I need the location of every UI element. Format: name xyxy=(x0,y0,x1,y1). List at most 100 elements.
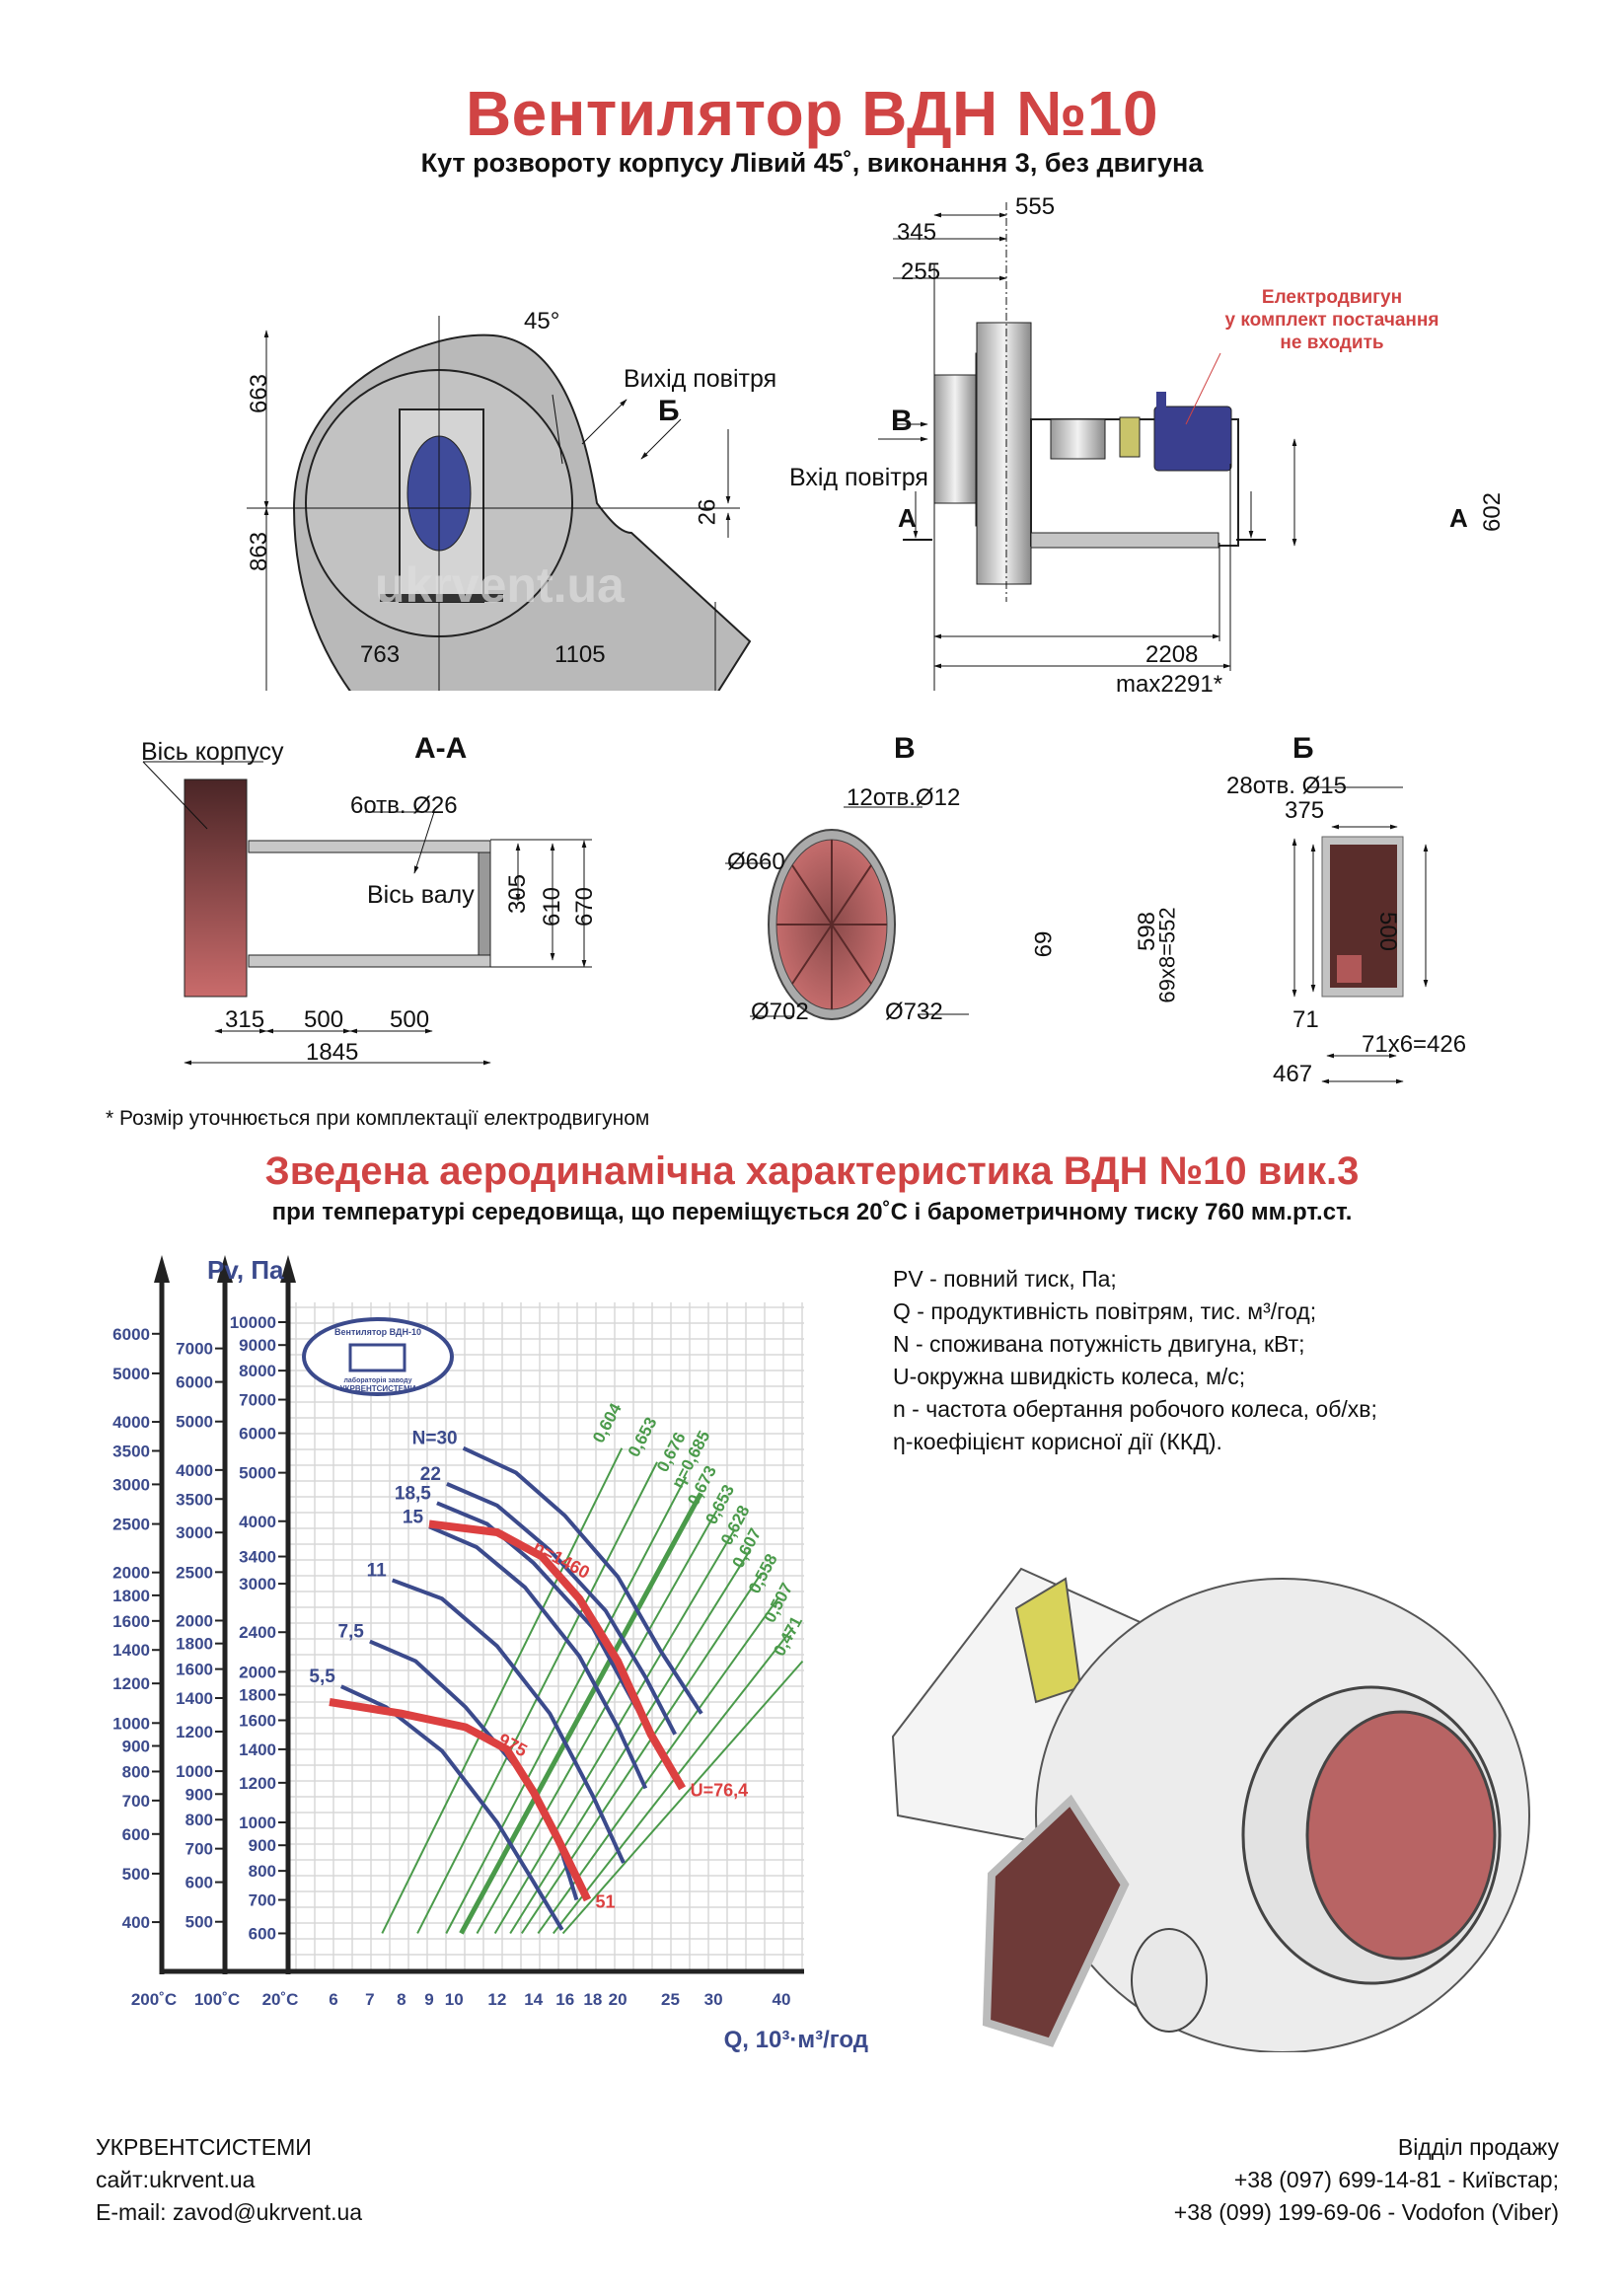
y-tick-label: 4000 xyxy=(112,1413,150,1432)
legend-item: PV - повний тиск, Па; xyxy=(893,1266,1117,1292)
y-tick-label: 800 xyxy=(185,1811,213,1829)
x-tick-label: 7 xyxy=(365,1990,374,2009)
logo-top-text: Вентилятор ВДН-10 xyxy=(334,1327,421,1337)
power-curve-label: 7,5 xyxy=(337,1622,364,1643)
phone-2[interactable]: +38 (099) 199-69-06 - Vodofon (Viber) xyxy=(1173,2199,1559,2225)
y-tick-label: 700 xyxy=(185,1840,213,1859)
company-email[interactable]: E-mail: zavod@ukrvent.ua xyxy=(96,2199,363,2225)
power-curve xyxy=(339,1684,564,1931)
x-tick-label: 12 xyxy=(487,1990,506,2009)
y-tick-label: 5000 xyxy=(176,1413,213,1432)
coupling xyxy=(1119,416,1141,458)
y-tick-label: 6000 xyxy=(239,1424,276,1443)
view-mark-v: В xyxy=(891,405,913,437)
y-tick-label: 3500 xyxy=(112,1442,150,1460)
y-axis-arrow xyxy=(280,1255,296,1283)
dim-426: 71х6=426 xyxy=(1362,1031,1467,1058)
outlet-flange-3d xyxy=(982,1794,1130,2047)
x-tick-label: 30 xyxy=(704,1990,723,2009)
logo-company-text: УКРВЕНТСИСТЕМИ xyxy=(340,1384,416,1393)
page-title: Вентилятор ВДН №10 xyxy=(465,78,1159,149)
y-tick-label: 2400 xyxy=(239,1623,276,1642)
y-tick-label: 2000 xyxy=(176,1611,213,1630)
y-axis-arrow xyxy=(154,1255,170,1283)
dim-763: 763 xyxy=(360,641,401,668)
y-tick-label: 2000 xyxy=(239,1663,276,1681)
dim-467: 467 xyxy=(1273,1061,1313,1087)
dim-345: 345 xyxy=(897,219,937,246)
y-tick-label: 500 xyxy=(122,1865,150,1884)
y-tick-label: 1400 xyxy=(176,1689,213,1708)
y-tick-label: 1000 xyxy=(176,1762,213,1781)
x-tick-label: 10 xyxy=(445,1990,464,2009)
section-mark-a-left: А xyxy=(898,503,917,533)
company-site[interactable]: сайт:ukrvent.ua xyxy=(96,2167,256,2192)
view-v-title: В xyxy=(894,732,916,765)
y-tick-label: 1600 xyxy=(112,1612,150,1631)
motor-note-line: у комплект постачання xyxy=(1224,310,1439,331)
inlet-label: Вхід повітря xyxy=(789,464,928,491)
company-name: УКРВЕНТСИСТЕМИ xyxy=(96,2134,312,2160)
dim-732: Ø732 xyxy=(885,999,943,1025)
fan-housing xyxy=(976,322,1032,585)
motor-note: Електродвигун у комплект постачання не в… xyxy=(1125,286,1539,354)
temperature-label: 200˚С xyxy=(131,1990,177,2009)
efficiency-line xyxy=(445,1476,688,1934)
y-tick-label: 600 xyxy=(249,1924,276,1943)
efficiency-line xyxy=(476,1510,718,1934)
power-curve xyxy=(462,1445,703,1715)
dim-500b: 500 xyxy=(390,1006,430,1033)
y-tick-label: 4000 xyxy=(176,1461,213,1480)
y-tick-label: 7000 xyxy=(239,1391,276,1410)
y-tick-label: 700 xyxy=(122,1792,150,1811)
y-tick-label: 1800 xyxy=(112,1587,150,1605)
y-tick-label: 1800 xyxy=(176,1635,213,1654)
dim-500a: 500 xyxy=(304,1006,344,1033)
x-axis-title: Q, 10³·м³/год xyxy=(724,2027,868,2053)
dim-500: 500 xyxy=(1374,911,1402,952)
y-tick-label: 2000 xyxy=(112,1564,150,1583)
y-tick-label: 3000 xyxy=(112,1475,150,1494)
y-tick-label: 900 xyxy=(122,1738,150,1756)
x-tick-label: 8 xyxy=(397,1990,406,2009)
y-tick-label: 5000 xyxy=(239,1464,276,1483)
phone-1[interactable]: +38 (097) 699-14-81 - Київстар; xyxy=(1233,2167,1559,2192)
temperature-label: 20˚С xyxy=(262,1990,299,2009)
efficiency-line xyxy=(520,1572,763,1935)
y-tick-label: 3000 xyxy=(239,1575,276,1593)
dim-555: 555 xyxy=(1015,193,1056,220)
efficiency-line xyxy=(459,1492,703,1935)
y-tick-label: 6000 xyxy=(176,1373,213,1392)
section-aa-title: А-А xyxy=(414,732,468,765)
angle-label: 45° xyxy=(524,308,560,334)
y-tick-label: 2500 xyxy=(176,1563,213,1582)
front-view-drawing: ukrvent.ua xyxy=(247,316,752,691)
watermark: ukrvent.ua xyxy=(375,557,626,613)
motor-note-line: Електродвигун xyxy=(1261,287,1403,308)
logo: Вентилятор ВДН-10 лабораторія заводу УКР… xyxy=(302,1317,454,1396)
outlet-label: Вихід повітря xyxy=(624,365,777,393)
y-tick-label: 1600 xyxy=(176,1661,213,1679)
y-tick-label: 3000 xyxy=(176,1523,213,1542)
holes-b-label: 28отв. Ø15 xyxy=(1226,773,1347,799)
power-curve-label: 22 xyxy=(420,1464,441,1485)
temperature-label: 100˚С xyxy=(194,1990,240,2009)
y-axis-arrow xyxy=(217,1255,233,1283)
x-tick-label: 6 xyxy=(329,1990,337,2009)
efficiency-line xyxy=(561,1660,804,1935)
holes-v-label: 12отв.Ø12 xyxy=(847,784,961,811)
legend: PV - повний тиск, Па; Q - продуктивність… xyxy=(893,1263,1377,1458)
fan-3d-render xyxy=(891,1567,1530,2052)
chart-axes: 200˚С 100˚С 20˚С 6000 5000 4000 3500 3000 2500 20… xyxy=(112,1255,804,2009)
dim-660: Ø660 xyxy=(727,849,785,875)
footer-sales: Відділ продажу +38 (097) 699-14-81 - Киї… xyxy=(1174,2131,1559,2229)
section-aa-drawing xyxy=(142,761,592,1066)
sales-title: Відділ продажу xyxy=(1397,2134,1559,2160)
chart-title: Зведена аеродинамічна характеристика ВДН… xyxy=(264,1149,1360,1193)
power-curve-label: N=30 xyxy=(412,1429,458,1449)
section-mark-a-right: А xyxy=(1449,503,1468,533)
dim-255: 255 xyxy=(901,259,941,285)
dim-69: 69 xyxy=(1030,930,1058,958)
housing-axis-label: Вісь корпусу xyxy=(141,738,284,766)
x-tick-label: 40 xyxy=(773,1990,791,2009)
